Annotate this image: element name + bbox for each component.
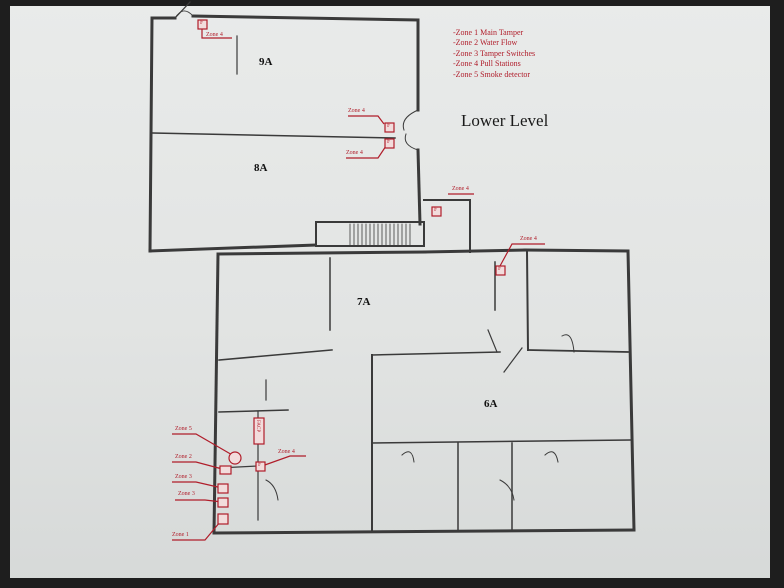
frame-top xyxy=(0,0,784,6)
zone-label: Zone 4 xyxy=(348,108,365,114)
wall-offices-top xyxy=(371,439,631,444)
zone-label: Zone 4 xyxy=(206,32,223,38)
zone-label: Zone 4 xyxy=(452,186,469,192)
wall-lower-top-mid xyxy=(423,248,527,254)
wall-corridor-top xyxy=(371,351,501,356)
wall-lower-left xyxy=(212,252,220,535)
wall-lower-right xyxy=(626,249,636,532)
zone-label: Zone 4 xyxy=(346,150,363,156)
device-glyph: F xyxy=(258,462,262,468)
wall-lower-top-right xyxy=(523,248,630,253)
door-office-c xyxy=(499,479,515,501)
device-glyph: F xyxy=(200,20,204,26)
legend-item: -Zone 4 Pull Stations xyxy=(453,59,521,68)
device-glyph: F xyxy=(387,123,391,129)
room-label-7a: 7A xyxy=(357,296,371,308)
door-corridor-b xyxy=(503,347,523,373)
wall-right-room-left xyxy=(525,250,530,352)
door-top-left-arc xyxy=(174,10,194,19)
door-right-room xyxy=(561,334,575,353)
zone-label: Zone 2 xyxy=(175,454,192,460)
wall-upper-left xyxy=(148,16,154,253)
device-glyph: F xyxy=(387,139,391,145)
zone-leaders xyxy=(172,22,545,541)
wall-upper-top xyxy=(191,14,420,22)
room-label-6a: 6A xyxy=(484,398,498,410)
wall-7a-bottom xyxy=(218,349,333,361)
room-label-8a: 8A xyxy=(254,162,268,174)
device-glyph: F xyxy=(498,266,502,272)
stair-treads xyxy=(349,223,411,247)
door-upper-right-a xyxy=(402,109,419,131)
legend-item: -Zone 5 Smoke detector xyxy=(453,70,531,79)
wall-9a-8a xyxy=(152,132,396,139)
door-top-left xyxy=(174,1,191,19)
device-glyph: F xyxy=(434,207,438,213)
legend-item: -Zone 1 Main Tamper xyxy=(453,28,524,37)
zone-label: Zone 1 xyxy=(172,532,189,538)
door-office-b xyxy=(544,451,559,463)
legend-item: -Zone 2 Water Flow xyxy=(453,38,518,47)
zone-label: Zone 4 xyxy=(278,449,295,455)
zone-label: Zone 3 xyxy=(175,474,192,480)
frame-left xyxy=(0,0,10,588)
legend-item: -Zone 3 Tamper Switches xyxy=(453,49,536,58)
plan-title: Lower Level xyxy=(461,111,549,130)
wall-lower-top-left xyxy=(216,250,427,256)
wall-vestibule xyxy=(423,199,471,253)
wall-left-rooms-top xyxy=(218,409,289,413)
wall-lower-bottom xyxy=(212,528,636,535)
wall-upper-bottom xyxy=(148,243,317,253)
facp-panel-label: FACP xyxy=(255,420,260,433)
door-corridor-a xyxy=(487,329,498,353)
zone-label: Zone 3 xyxy=(178,491,195,497)
wall-right-room-bottom xyxy=(527,349,629,353)
wall-upper-right-bottom xyxy=(416,148,422,226)
zone-label: Zone 4 xyxy=(520,236,537,242)
door-left-room xyxy=(265,479,279,501)
door-upper-right-b xyxy=(404,133,419,151)
zone-devices xyxy=(197,19,506,525)
frame-bottom xyxy=(0,578,784,588)
door-office-a xyxy=(401,451,415,463)
room-label-9a: 9A xyxy=(259,56,273,68)
frame-right xyxy=(770,0,784,588)
zone-label: Zone 5 xyxy=(175,426,192,432)
